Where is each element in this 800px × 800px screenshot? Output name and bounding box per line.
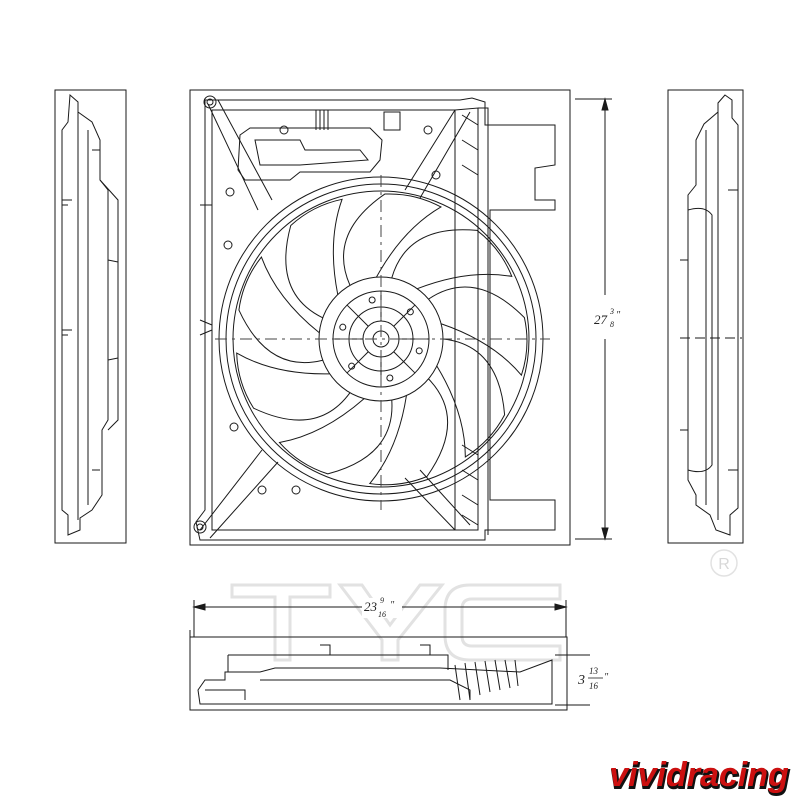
fan-blade <box>278 398 393 475</box>
brand-logo: vividracing vividracing <box>609 756 791 797</box>
right-side-view <box>667 89 744 544</box>
hub-bolt <box>348 362 356 370</box>
depth-dimension-line <box>555 654 590 706</box>
width-den: 16 <box>378 610 386 619</box>
width-whole: 23 <box>364 599 378 614</box>
hub-bolt <box>368 296 376 304</box>
width-unit: ″ <box>390 600 395 611</box>
height-num: 3 <box>609 307 614 316</box>
hub-spoke <box>346 351 369 374</box>
depth-den: 16 <box>589 681 599 691</box>
centerlines <box>215 175 550 510</box>
height-unit: ″ <box>616 310 621 321</box>
width-num: 9 <box>380 596 384 605</box>
hub-spoke <box>346 304 369 327</box>
height-dimension-label-text: 27 3 8 ″ <box>592 302 622 332</box>
hub-bolt <box>415 347 423 355</box>
hub-bolt <box>339 323 347 331</box>
brand-logo-shadow: vividracing <box>610 758 790 796</box>
height-den: 8 <box>610 320 614 329</box>
depth-dimension-label-text: 3 13 16 ″ <box>577 666 609 691</box>
hub-spoke <box>393 351 416 374</box>
brand-logo-text: vividracing <box>609 756 789 794</box>
depth-whole: 3 <box>577 673 585 688</box>
hub-bolt <box>406 308 414 316</box>
left-side-view <box>54 89 127 544</box>
hub-bolt <box>386 374 394 382</box>
registered-mark: R <box>718 556 730 573</box>
watermark <box>230 549 738 662</box>
depth-num: 13 <box>589 666 599 676</box>
fan-blade <box>368 378 449 486</box>
front-view <box>189 89 571 546</box>
fan-blade <box>236 352 351 421</box>
fan-blade <box>428 286 528 377</box>
depth-unit: ″ <box>604 672 609 683</box>
fan-blade <box>285 198 343 319</box>
fan-blade <box>343 193 442 286</box>
fan-blade <box>391 229 513 290</box>
width-dimension-line <box>192 600 568 637</box>
height-whole: 27 <box>594 312 608 327</box>
fan-blade <box>238 256 323 364</box>
fan-blade <box>436 338 506 458</box>
bottom-view <box>189 630 568 711</box>
hub-spoke <box>393 304 416 327</box>
width-dimension-label-text: 23 9 16 ″ <box>362 596 402 619</box>
